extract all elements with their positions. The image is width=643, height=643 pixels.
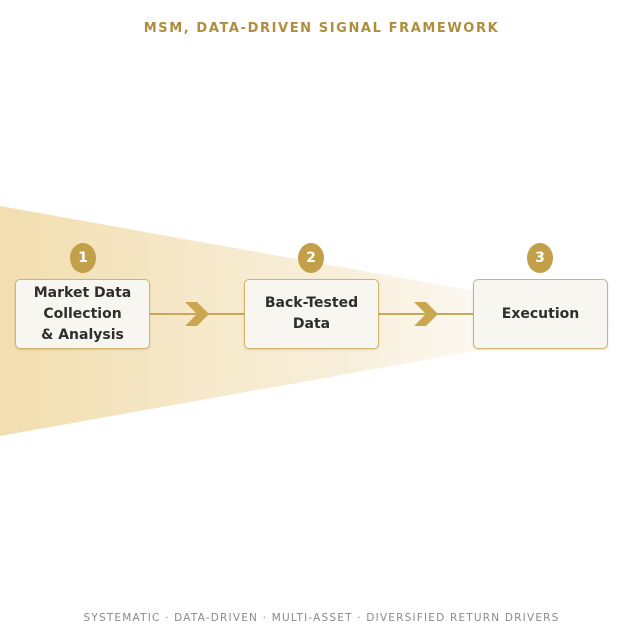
step-2-box: Back-Tested Data xyxy=(244,279,379,349)
step-1-label: Market Data Collection & Analysis xyxy=(33,284,132,343)
chevron-right-icon xyxy=(185,302,209,326)
step-2-label: Back-Tested Data xyxy=(264,295,359,332)
chevron-right-icon xyxy=(414,302,438,326)
step-3-box: Execution xyxy=(473,279,608,349)
step-1-box: Market Data Collection & Analysis xyxy=(15,279,150,349)
diagram-title: MSM, DATA-DRIVEN SIGNAL FRAMEWORK xyxy=(143,21,500,36)
footer-tagline: SYSTEMATIC · DATA-DRIVEN · MULTI-ASSET ·… xyxy=(83,612,560,624)
step-3-label: Execution xyxy=(501,305,580,322)
step-2-number-badge: 2 xyxy=(298,243,324,273)
step-3-number-badge: 3 xyxy=(527,243,553,273)
step-1-number-badge: 1 xyxy=(70,243,96,273)
